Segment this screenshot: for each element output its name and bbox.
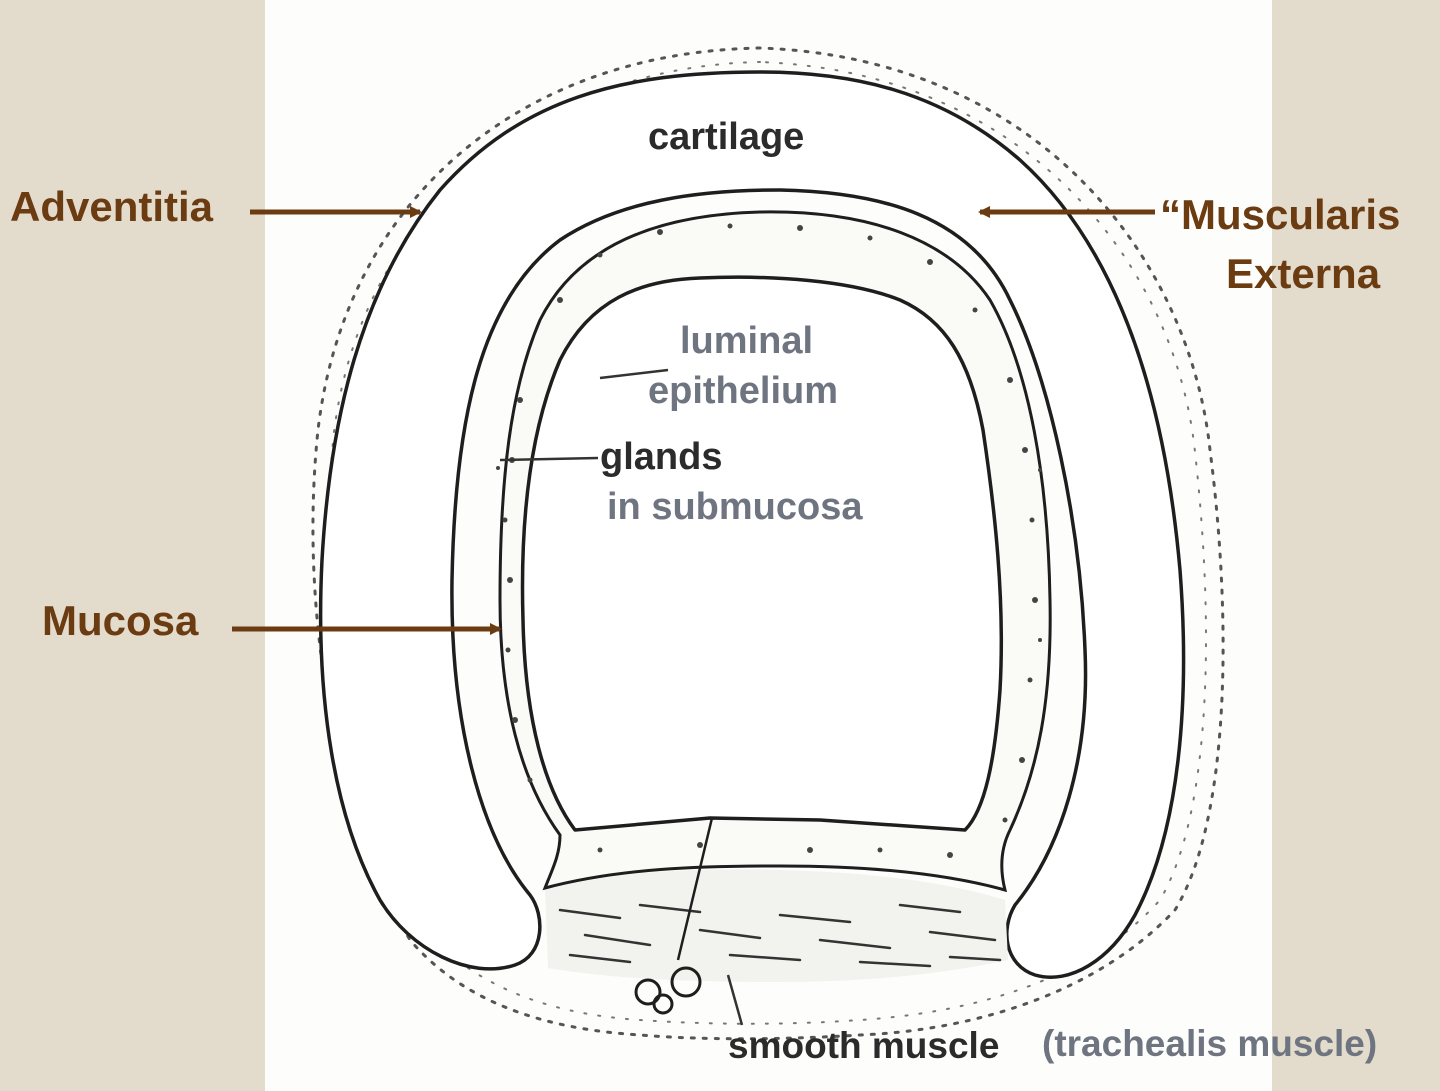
muscularis-externa-label-line2: Externa — [1226, 250, 1381, 297]
cartilage-label: cartilage — [648, 116, 805, 158]
glands-label-line1: glands — [600, 436, 723, 478]
luminal-epithelium-label-line2: epithelium — [648, 370, 839, 412]
trachealis-muscle-fibers — [558, 903, 1002, 968]
septum-line — [676, 817, 714, 961]
lumen-outline — [520, 275, 1004, 832]
adventitia-outer-rim — [311, 46, 1225, 1041]
luminal-epithelium-label-line1: luminal — [680, 320, 814, 362]
trachealis-muscle-band — [545, 869, 1008, 982]
muscularis-externa-label-line1: “Muscularis — [1160, 191, 1401, 238]
adventitia-label: Adventitia — [10, 183, 214, 230]
smooth-muscle-pointer — [726, 974, 744, 1026]
left-margin-panel — [0, 0, 265, 1091]
submucosal-glands — [496, 223, 1042, 858]
cartilage-ring-outline — [318, 70, 1186, 979]
trachealis-muscle-label: (trachealis muscle) — [1042, 1023, 1378, 1064]
right-margin-panel — [1272, 0, 1440, 1091]
submucosal-vessels — [634, 966, 702, 1015]
mucosa-label: Mucosa — [42, 597, 199, 644]
adventitia-inner-rim — [327, 60, 1208, 1025]
glands-label-line2: in submucosa — [607, 486, 863, 528]
luminal-epithelium-pointer — [599, 368, 669, 380]
glands-pointer — [499, 456, 599, 462]
smooth-muscle-label: smooth muscle — [728, 1025, 1000, 1066]
